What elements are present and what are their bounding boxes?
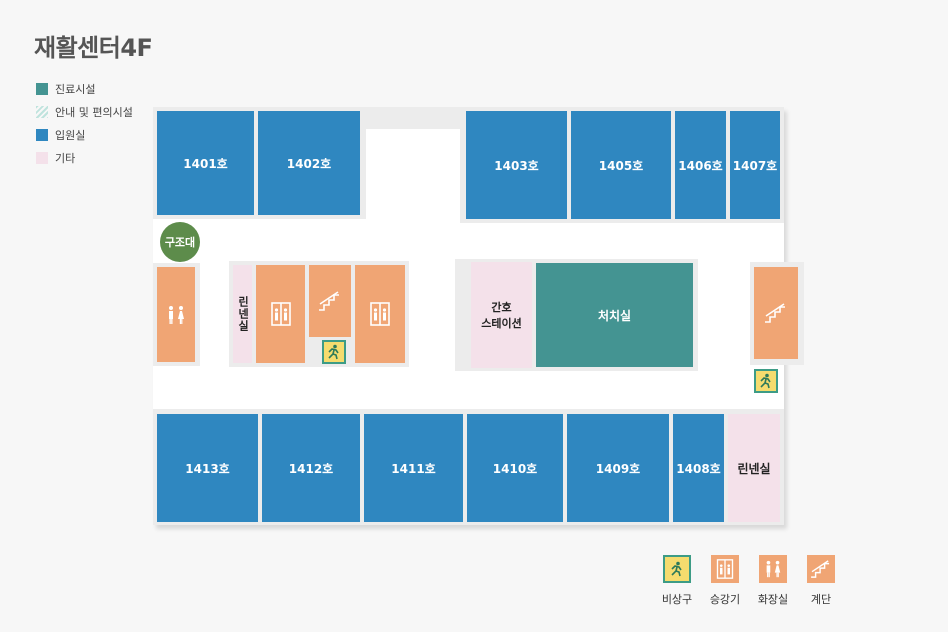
linen-room-right[interactable]: 린넨실 [728,414,780,522]
room-1412[interactable]: 1412호 [262,414,360,522]
nurse-station[interactable]: 간호 스테이션 [471,262,532,368]
elevator-1[interactable] [256,265,305,363]
running-man-icon [760,373,771,389]
restroom-left[interactable] [157,267,195,362]
emergency-exit-icon [663,555,691,583]
room-1408[interactable]: 1408호 [673,414,724,522]
nurse-station-label-2: 스테이션 [481,317,522,330]
treatment-room[interactable]: 처치실 [536,263,693,367]
emergency-exit-core[interactable] [322,340,346,364]
room-1406[interactable]: 1406호 [675,111,726,219]
wall-top-corridor [364,107,460,129]
bottom-legend-elevator-label: 승강기 [709,593,741,606]
stairs-icon [807,555,835,583]
legend-swatch-other [36,151,48,164]
room-1407[interactable]: 1407호 [730,111,780,219]
legend-item-other: 기타 [36,146,133,169]
bottom-legend-elevator: 승강기 [700,555,750,607]
stairs-right[interactable] [754,267,798,359]
room-1409[interactable]: 1409호 [567,414,669,522]
elevator-icon [270,302,291,326]
nurse-station-label-1: 간호 [491,301,512,314]
legend-swatch-clinic [36,82,48,95]
legend-label-guide: 안내 및 편의시설 [55,105,133,119]
stairs-icon [319,291,339,311]
emergency-exit-right[interactable] [754,369,778,393]
legend-swatch-ward [36,128,48,141]
restroom-icon [759,555,787,583]
room-1411[interactable]: 1411호 [364,414,463,522]
legend: 진료시설 안내 및 편의시설 입원실 기타 [36,77,133,169]
legend-swatch-guide [36,105,48,118]
page-title: 재활센터4F [34,34,153,62]
rescue-point[interactable]: 구조대 [160,222,200,262]
bottom-legend-stairs-label: 계단 [810,593,832,606]
bottom-legend-exit-label: 비상구 [661,593,693,606]
room-1402[interactable]: 1402호 [258,111,360,215]
room-1413[interactable]: 1413호 [157,414,258,522]
room-1410[interactable]: 1410호 [467,414,563,522]
room-1405[interactable]: 1405호 [571,111,671,219]
stairs-core[interactable] [309,265,351,337]
wall-divider [364,107,366,219]
legend-label-ward: 입원실 [55,128,86,142]
legend-item-clinic: 진료시설 [36,77,133,100]
legend-item-ward: 입원실 [36,123,133,146]
room-1403[interactable]: 1403호 [466,111,567,219]
elevator-2[interactable] [355,265,405,363]
bottom-legend-stairs: 계단 [796,555,846,607]
restroom-icon [169,305,184,324]
legend-label-clinic: 진료시설 [55,82,96,96]
bottom-legend-restroom-label: 화장실 [757,593,789,606]
room-1401[interactable]: 1401호 [157,111,254,215]
bottom-legend-restroom: 화장실 [748,555,798,607]
elevator-icon [711,555,739,583]
running-man-icon [328,344,339,360]
linen-room-left[interactable]: 린넨실 [233,265,252,363]
floor-plan: 1401호 1402호 1403호 1405호 1406호 1407호 구조대 … [153,107,804,525]
elevator-icon [370,302,390,326]
legend-label-other: 기타 [55,151,76,165]
stairs-icon [765,303,785,323]
bottom-legend-exit: 비상구 [652,555,702,607]
legend-item-guide: 안내 및 편의시설 [36,100,133,123]
